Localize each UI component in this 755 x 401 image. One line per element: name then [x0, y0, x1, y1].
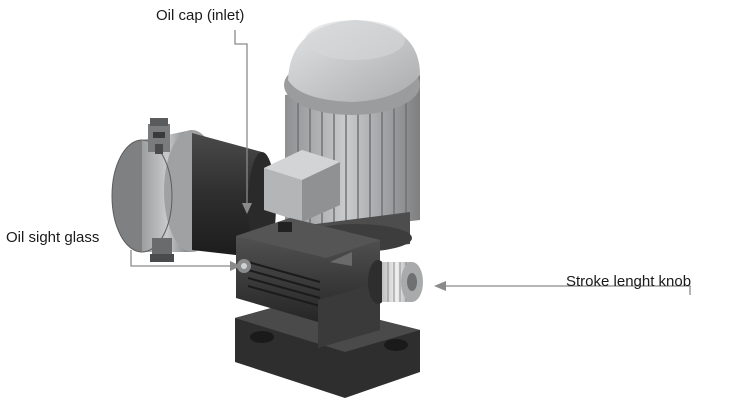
upper-valve [148, 118, 170, 154]
oil-cap-arrow [242, 203, 252, 214]
oil-cap-leader [234, 30, 248, 205]
oil-sight-glass-arrow [230, 261, 241, 271]
stroke-length-knob-label: Stroke lenght knob [566, 273, 692, 290]
stroke-knob-arrow [434, 281, 446, 291]
stroke-knob-leader [444, 285, 691, 295]
stroke-length-knob [368, 260, 423, 304]
oil-sight-glass-leader [130, 250, 232, 267]
terminal-box [264, 150, 340, 222]
pedestal [318, 282, 380, 348]
lower-valve [150, 238, 174, 262]
oil-sight-glass [237, 259, 251, 273]
oil-cap-label: Oil cap (inlet) [156, 7, 245, 24]
oil-sight-glass-label: Oil sight glass [6, 229, 100, 246]
